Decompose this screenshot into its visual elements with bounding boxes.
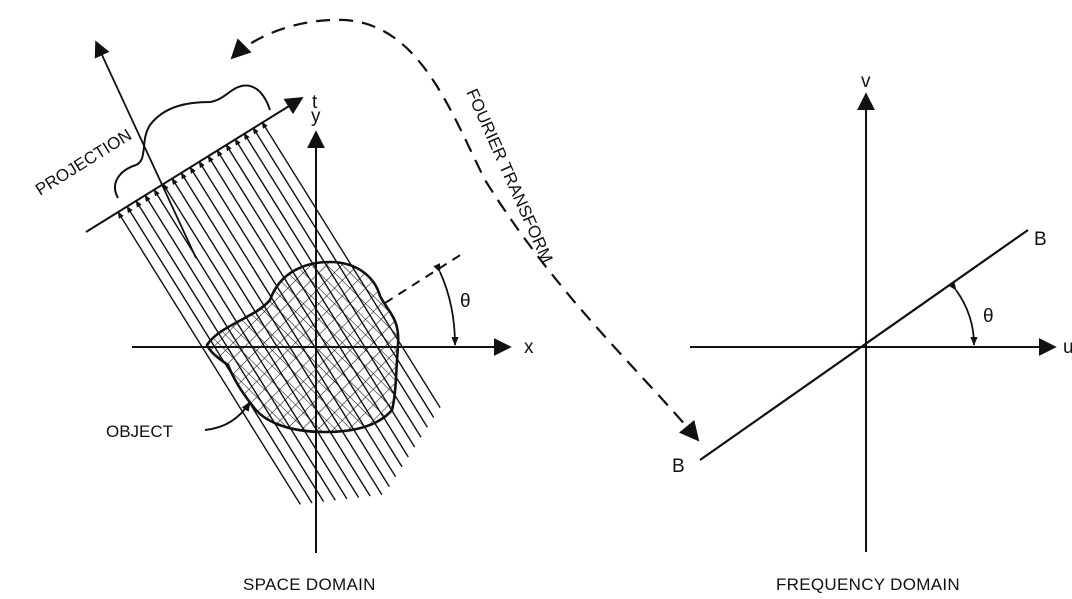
x-axis-label: x [524, 337, 534, 358]
object-pointer [204, 401, 251, 431]
theta-direction-line [384, 251, 466, 304]
t-axis [85, 97, 304, 233]
y-axis-label: y [311, 106, 321, 127]
theta-space-label: θ [460, 291, 471, 312]
projection-ray [117, 211, 301, 505]
frequency-domain-panel: v u B B θ FREQUENCY DOMAIN [672, 71, 1072, 594]
v-axis-label: v [861, 71, 871, 92]
projection-curve [114, 84, 271, 199]
b-upper-label: B [1034, 229, 1047, 250]
object-label: OBJECT [106, 422, 173, 441]
b-lower-label: B [672, 456, 685, 477]
frequency-domain-caption: FREQUENCY DOMAIN [776, 575, 960, 594]
fourier-transform-label: FOURIER TRANSFORM [462, 86, 556, 266]
projection-label: PROJECTION [32, 125, 135, 199]
slice-line-bb [699, 229, 1029, 461]
theta-arc-freq [948, 281, 978, 346]
theta-arc-space [433, 263, 459, 346]
theta-freq-label: θ [983, 306, 994, 327]
u-axis-label: u [1063, 337, 1072, 358]
projection-normal-axis [94, 40, 197, 259]
space-domain-caption: SPACE DOMAIN [243, 575, 376, 594]
